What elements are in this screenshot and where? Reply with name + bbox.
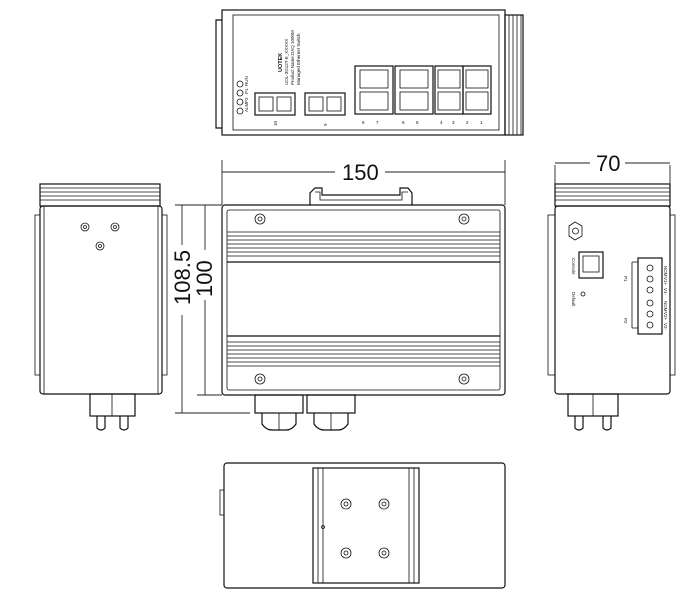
fiber-port-10	[254, 92, 296, 116]
rj45-label-8: 8	[362, 120, 365, 125]
dimension-width-value: 150	[342, 160, 379, 185]
product-type-label: Managed Ethernet Switch	[296, 33, 301, 85]
front-panel-view: ALM P2 P1 RUN UOTEK UOL-3G12T-E_XXXXX Pr…	[215, 9, 524, 136]
main-fiber-connectors	[254, 394, 356, 431]
power-label-p1: P1	[623, 276, 628, 282]
power-terminal	[631, 257, 663, 335]
right-fiber-connectors	[567, 393, 619, 431]
rj45-port-block	[354, 65, 492, 115]
rj45-label-1: 1	[480, 120, 483, 125]
dimension-height-inner: 100	[192, 204, 222, 396]
dimension-depth: 70	[554, 151, 671, 205]
led-label-p1: P1	[244, 88, 249, 94]
right-side-view: Console Default P1 P2 NOM V1+ V1- NOM V2…	[547, 183, 676, 431]
rj45-label-3: 3	[452, 120, 455, 125]
terminal-label-6: V2-	[663, 323, 668, 331]
rj45-port-labels: 8 7 6 5 4 3 2 1	[362, 120, 483, 125]
default-label: Default	[571, 292, 576, 307]
fiber-port-label-9: 9	[323, 123, 328, 126]
dimension-width: 150	[221, 160, 506, 205]
led-label-alm: ALM	[244, 102, 249, 112]
terminal-label-4: NOM	[663, 301, 668, 312]
brand-logo: UOTEK	[278, 53, 284, 72]
fiber-port-9	[304, 92, 346, 116]
rj45-label-7: 7	[376, 120, 379, 125]
lower-fins	[227, 341, 500, 367]
console-port	[578, 251, 604, 279]
console-label: Console	[571, 258, 576, 275]
ground-bolt-icon	[568, 221, 583, 241]
terminal-label-2: V1+	[663, 277, 668, 286]
power-label-p2: P2	[623, 318, 628, 324]
rj45-label-6: 6	[402, 120, 405, 125]
back-view	[219, 462, 506, 589]
dimension-height-outer: 108.5	[170, 204, 250, 414]
dimension-height-inner-value: 100	[192, 260, 217, 297]
led-label-p2: P2	[244, 97, 249, 103]
terminal-label-1: NOM	[663, 266, 668, 277]
rj45-label-4: 4	[440, 120, 443, 125]
status-leds	[236, 80, 244, 115]
left-fiber-connectors	[89, 393, 136, 431]
fiber-port-label-10: 10	[273, 120, 278, 126]
rj45-label-2: 2	[466, 120, 469, 125]
left-side-view	[34, 183, 168, 431]
dimension-depth-value: 70	[596, 151, 620, 176]
product-name-label: Product Name:DAQ 1000M	[290, 30, 295, 85]
front-fins	[504, 14, 524, 136]
default-button	[580, 291, 586, 297]
model-label: UOL-3G12T-E_XXXXX	[284, 39, 289, 85]
main-front-view	[221, 187, 506, 431]
terminal-label-5: V2+	[663, 312, 668, 321]
rj45-label-5: 5	[416, 120, 419, 125]
terminal-label-3: V1-	[663, 288, 668, 296]
dimension-height-outer-value: 108.5	[170, 250, 195, 305]
upper-fins	[227, 231, 500, 257]
led-label-run: RUN	[244, 76, 249, 86]
